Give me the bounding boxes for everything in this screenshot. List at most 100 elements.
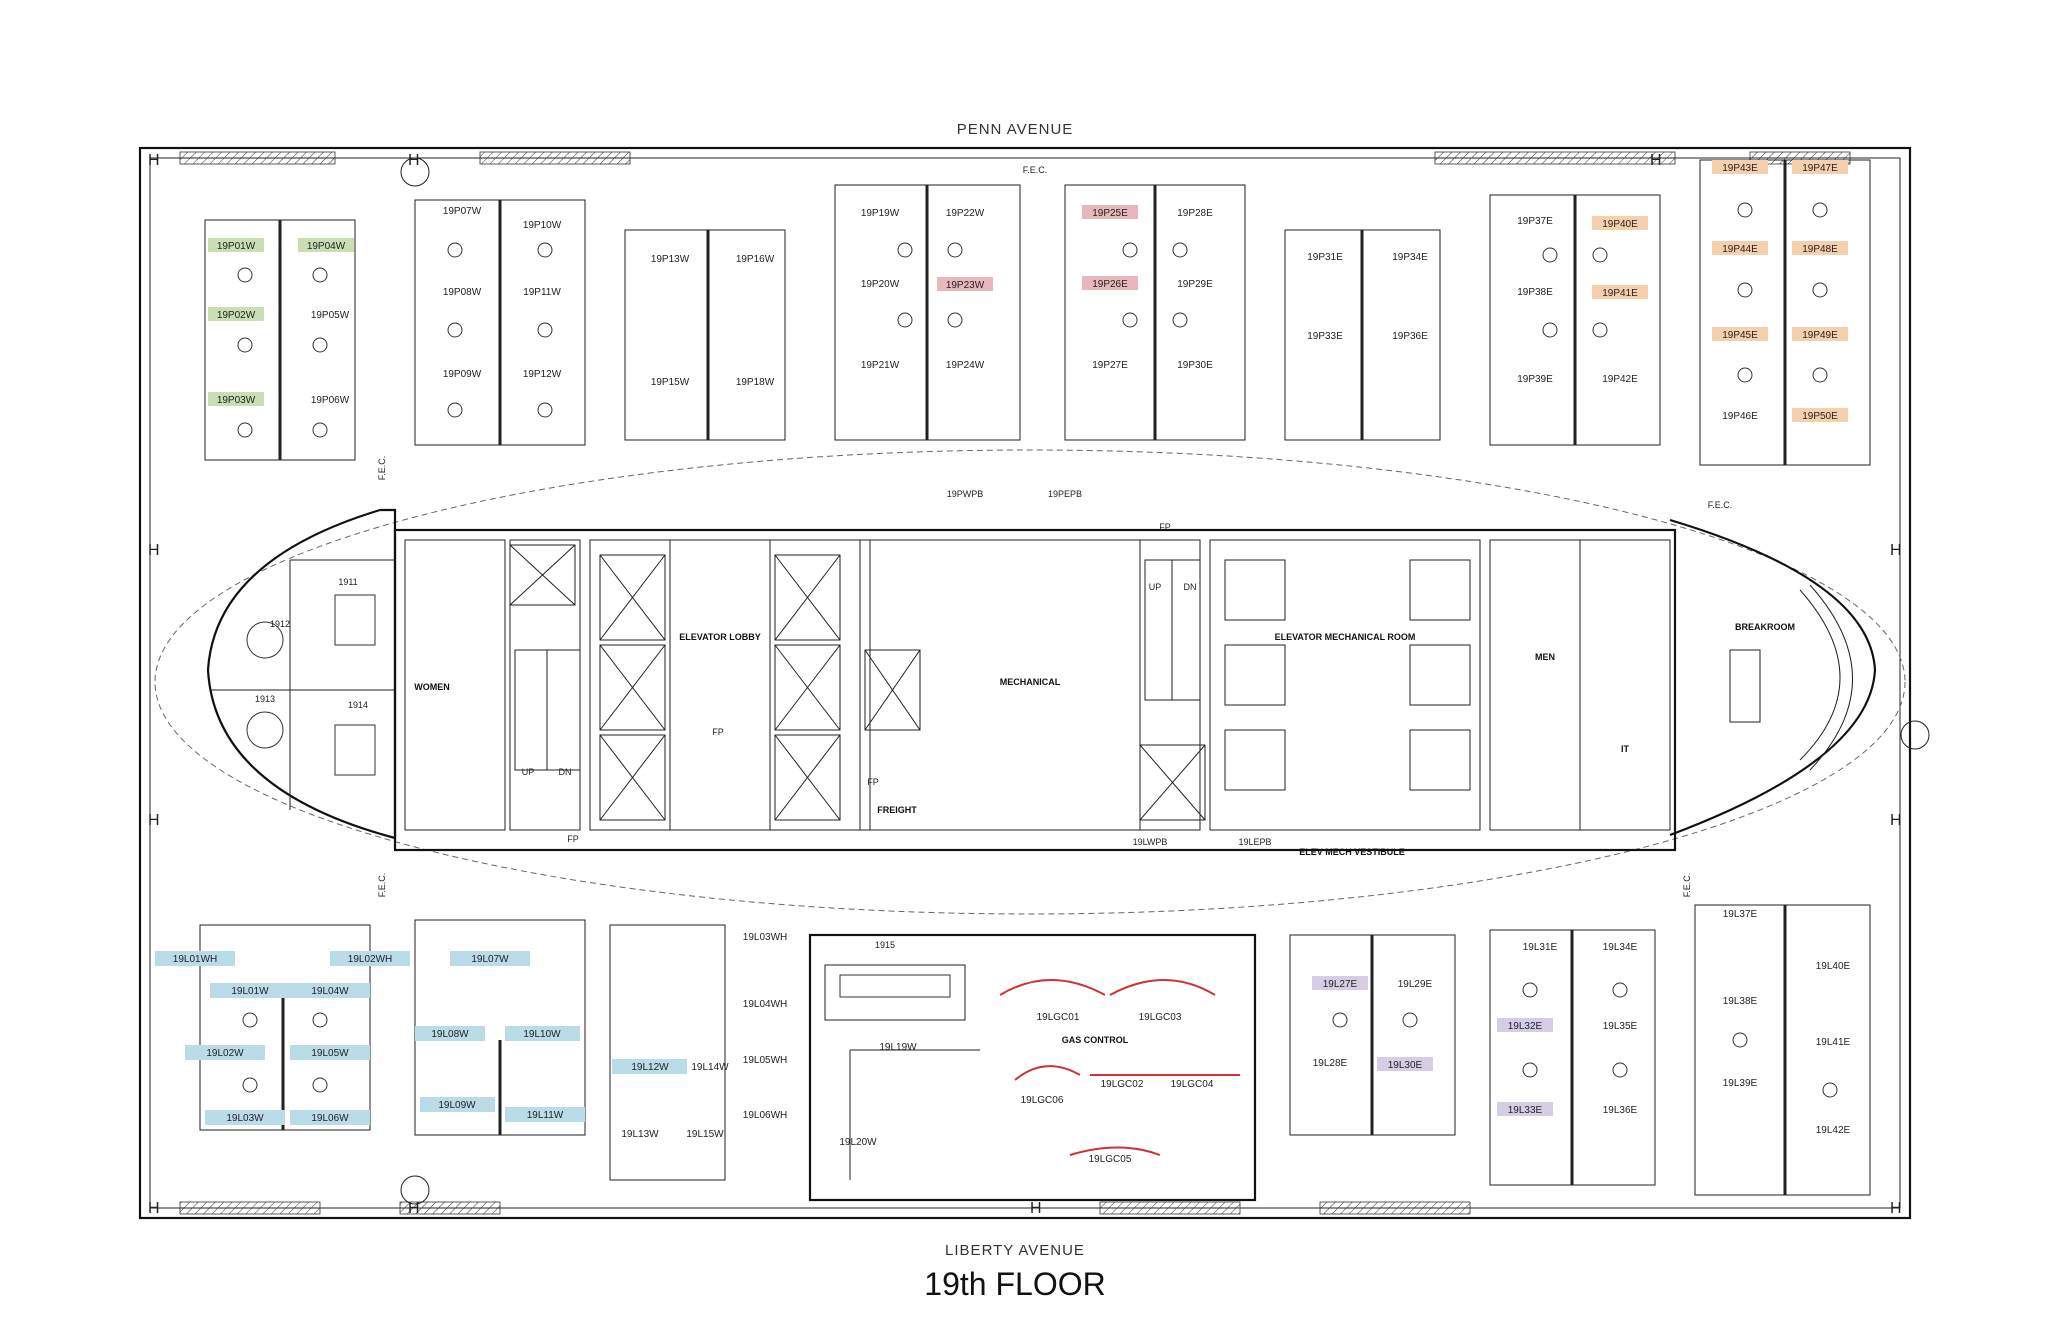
desk-19l42e: 19L42E <box>1816 1125 1851 1136</box>
desk-19l35e: 19L35E <box>1603 1021 1638 1032</box>
desk-19p37e: 19P37E <box>1517 216 1553 227</box>
desk-19l05w: 19L05W <box>311 1048 349 1059</box>
desk-19p05w: 19P05W <box>311 310 350 321</box>
room-1912-label: 1912 <box>270 619 290 629</box>
desk-19p16w: 19P16W <box>736 254 775 265</box>
desk-19l13w: 19L13W <box>621 1129 659 1140</box>
desk-19lgc03: 19LGC03 <box>1139 1012 1182 1023</box>
room-1915-label: 1915 <box>875 940 895 950</box>
pepb-label: 19PEPB <box>1048 489 1082 499</box>
svg-text:H: H <box>1890 812 1902 829</box>
gas-control-label: GAS CONTROL <box>1062 1035 1129 1045</box>
desk-19p10w: 19P10W <box>523 220 562 231</box>
desk-19l34e: 19L34E <box>1603 942 1638 953</box>
elev-mech-vestibule-label: ELEV MECH VESTIBULE <box>1299 847 1405 857</box>
women-restroom-label: WOMEN <box>414 682 450 692</box>
furniture-chairs <box>237 202 1838 1098</box>
desk-19lgc01: 19LGC01 <box>1037 1012 1080 1023</box>
fec-label-3: F.E.C. <box>1708 500 1733 510</box>
desk-19p18w: 19P18W <box>736 377 775 388</box>
desk-19l01wh: 19L01WH <box>173 954 217 965</box>
desk-19l40e: 19L40E <box>1816 961 1851 972</box>
desk-19p47e: 19P47E <box>1802 163 1838 174</box>
desk-19l06wh: 19L06WH <box>743 1110 787 1121</box>
desk-19l31e: 19L31E <box>1523 942 1558 953</box>
desk-19p01w: 19P01W <box>217 241 256 252</box>
desk-19l33e: 19L33E <box>1508 1105 1543 1116</box>
building-shell: H H H H H H H H H H H <box>138 146 1930 1220</box>
desk-19p13w: 19P13W <box>651 254 690 265</box>
lepb-label: 19LEPB <box>1238 837 1271 847</box>
desk-19lgc05: 19LGC05 <box>1089 1154 1132 1165</box>
fp-label-1: FP <box>712 727 724 737</box>
room-1913-label: 1913 <box>255 694 275 704</box>
desk-19p26e: 19P26E <box>1092 279 1128 290</box>
desk-19l03wh: 19L03WH <box>743 932 787 943</box>
north-workstations <box>204 159 1871 466</box>
desk-19p21w: 19P21W <box>861 360 900 371</box>
svg-text:H: H <box>1890 542 1902 559</box>
desk-19l04w: 19L04W <box>311 986 349 997</box>
fec-label-5: F.E.C. <box>1682 873 1692 898</box>
room-1911-label: 1911 <box>338 577 357 587</box>
desk-19p31e: 19P31E <box>1307 252 1343 263</box>
stair-up-label-west: UP <box>522 767 535 777</box>
desk-19l06w: 19L06W <box>311 1113 349 1124</box>
desk-19l01w: 19L01W <box>231 986 269 997</box>
desk-19p02w: 19P02W <box>217 310 256 321</box>
stair-up-label-east: UP <box>1149 582 1162 592</box>
desk-19lgc04: 19LGC04 <box>1171 1079 1214 1090</box>
desk-19p42e: 19P42E <box>1602 374 1638 385</box>
street-north: PENN AVENUE <box>957 121 1074 138</box>
desk-19l02wh: 19L02WH <box>348 954 392 965</box>
fec-label-1: F.E.C. <box>1023 165 1048 175</box>
desk-19l41e: 19L41E <box>1816 1037 1851 1048</box>
desk-19l38e: 19L38E <box>1723 996 1758 1007</box>
svg-text:H: H <box>1890 1200 1902 1217</box>
desk-19l12w: 19L12W <box>631 1062 669 1073</box>
desk-19lgc06: 19LGC06 <box>1021 1095 1064 1106</box>
desk-19l07w: 19L07W <box>471 954 509 965</box>
desk-19p28e: 19P28E <box>1177 208 1213 219</box>
desk-19p49e: 19P49E <box>1802 330 1838 341</box>
desk-19p48e: 19P48E <box>1802 244 1838 255</box>
svg-text:H: H <box>148 812 160 829</box>
desk-19l19w: 19L19W <box>879 1042 917 1053</box>
lwpb-label: 19LWPB <box>1133 837 1168 847</box>
desk-19p22w: 19P22W <box>946 208 985 219</box>
desk-19p46e: 19P46E <box>1722 411 1758 422</box>
desk-19l08w: 19L08W <box>431 1029 469 1040</box>
svg-text:H: H <box>1650 152 1662 169</box>
desk-19l03w: 19L03W <box>226 1113 264 1124</box>
svg-text:H: H <box>148 152 160 169</box>
desk-19l27e: 19L27E <box>1323 979 1358 990</box>
desk-19lgc02: 19LGC02 <box>1101 1079 1144 1090</box>
desk-19p33e: 19P33E <box>1307 331 1343 342</box>
fp-label-4: FP <box>567 834 579 844</box>
desk-19l37e: 19L37E <box>1723 909 1758 920</box>
desk-19p04w: 19P04W <box>307 241 346 252</box>
freight-label: FREIGHT <box>877 805 917 815</box>
desk-19p44e: 19P44E <box>1722 244 1758 255</box>
elevator-lobby-label: ELEVATOR LOBBY <box>679 632 761 642</box>
mechanical-label: MECHANICAL <box>1000 677 1061 687</box>
desk-19l11w: 19L11W <box>527 1110 564 1121</box>
svg-text:H: H <box>408 152 420 169</box>
desk-19l04wh: 19L04WH <box>743 999 787 1010</box>
desk-19p15w: 19P15W <box>651 377 690 388</box>
desk-19l14w: 19L14W <box>691 1062 729 1073</box>
desk-19p50e: 19P50E <box>1802 411 1838 422</box>
desk-19p07w: 19P07W <box>443 206 482 217</box>
desk-19p19w: 19P19W <box>861 208 900 219</box>
desk-19p43e: 19P43E <box>1722 163 1758 174</box>
desk-19l20w: 19L20W <box>839 1137 877 1148</box>
svg-text:H: H <box>148 542 160 559</box>
desk-19p36e: 19P36E <box>1392 331 1428 342</box>
desk-19l02w: 19L02W <box>206 1048 244 1059</box>
stair-dn-label-west: DN <box>559 767 572 777</box>
desk-19p29e: 19P29E <box>1177 279 1213 290</box>
desk-19l09w: 19L09W <box>438 1100 476 1111</box>
fp-label-2: FP <box>867 777 879 787</box>
elevator-mechanical-room-label: ELEVATOR MECHANICAL ROOM <box>1275 632 1416 642</box>
